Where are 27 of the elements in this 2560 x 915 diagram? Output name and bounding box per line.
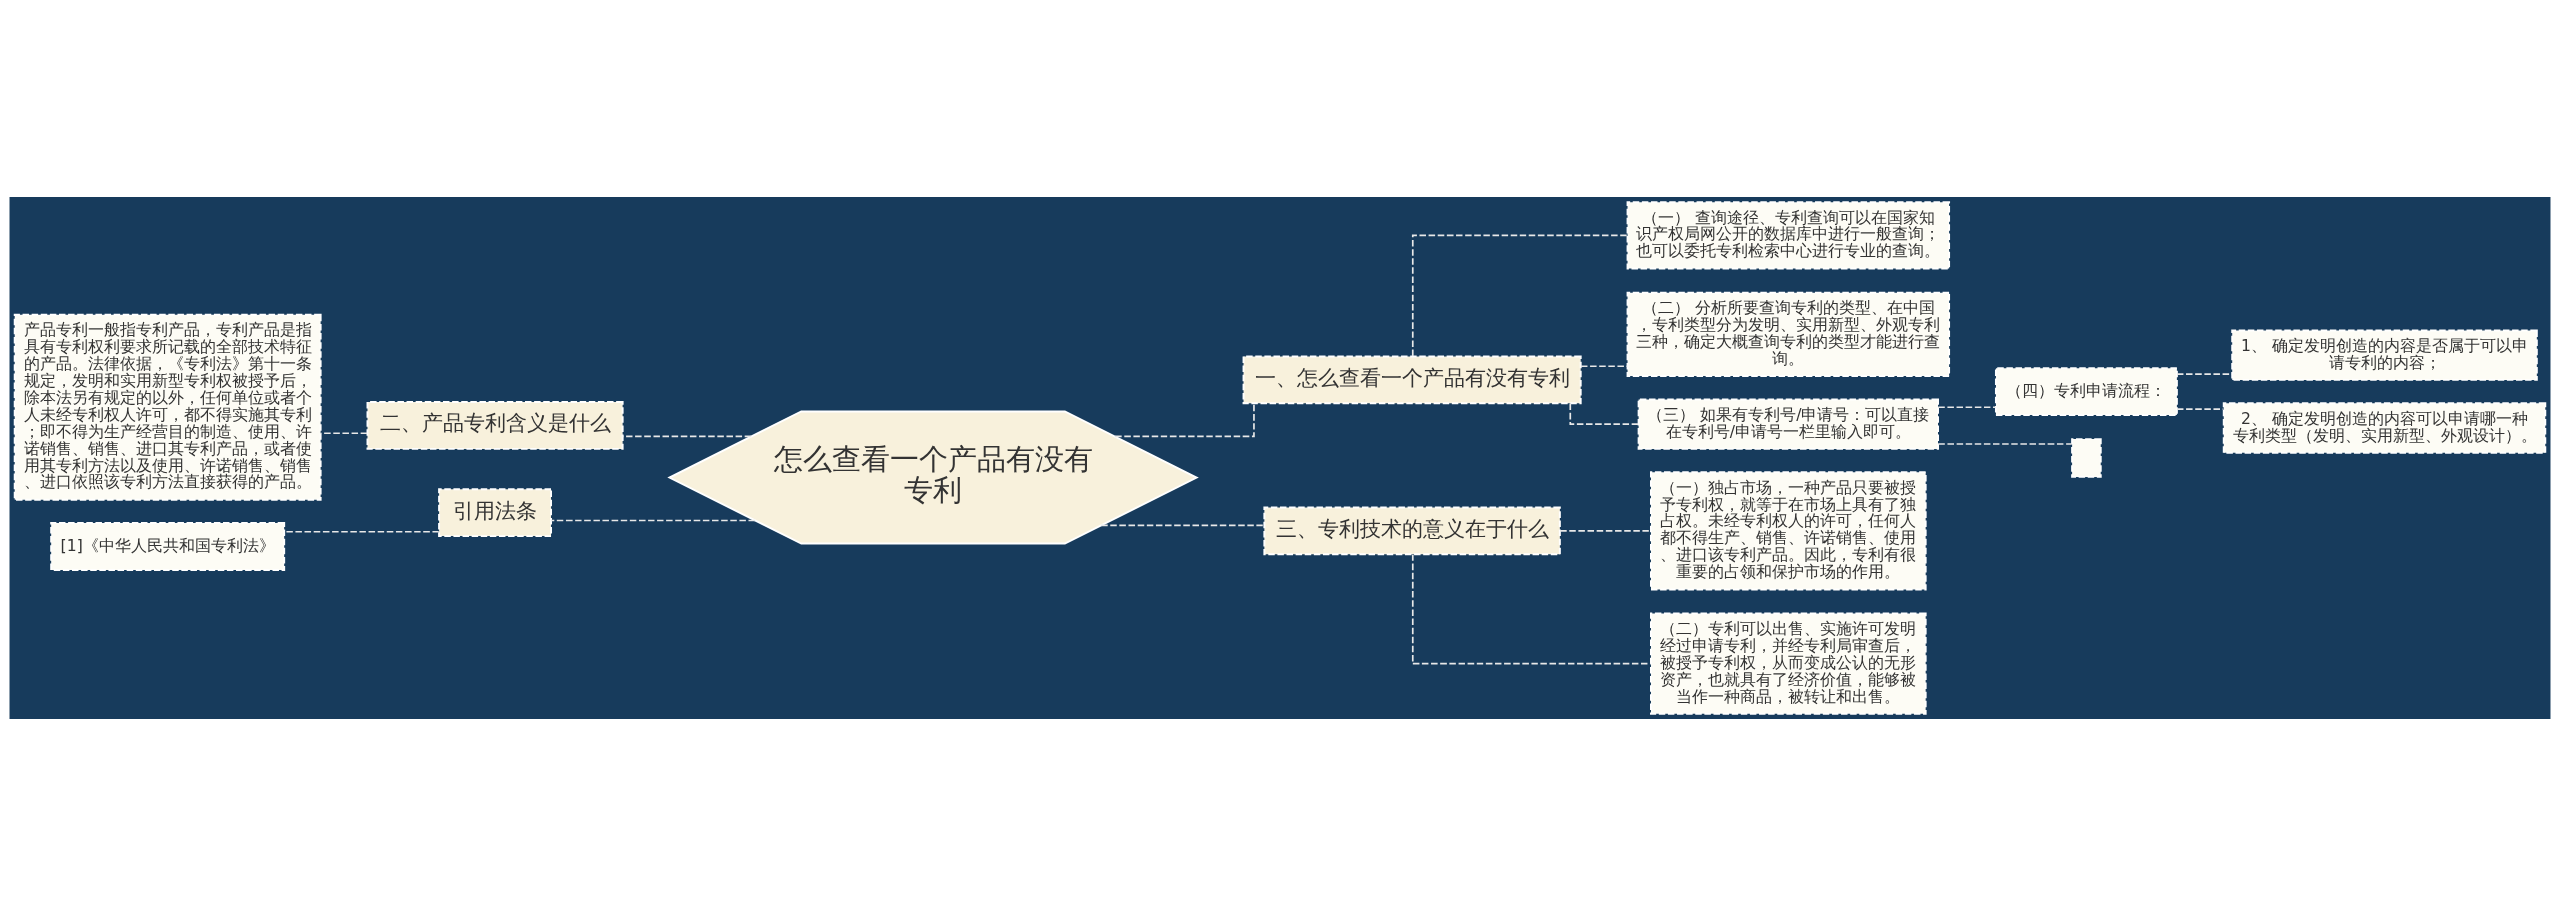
node-box: （二）专利可以出售、实施许可发明经过申请专利，并经专利局审查后，被授予专利权，从而变成公认的无形资产，也就具有了经济价值，能够被当作一种商品，被转让和出售。 [1650,612,1927,715]
connector [1937,405,1997,408]
node-box: 二、产品专利含义是什么 [366,400,624,450]
connector [550,519,756,521]
node-box: 2、 确定发明创造的内容可以申请哪一种专利类型（发明、实用新型、外观设计）。 [2222,401,2547,454]
node-box: [1]《中华人民共和国专利法》 [50,521,286,571]
node-box: （四）专利申请流程： [1994,366,2178,416]
connector [320,431,368,434]
node-box: 引用法条 [438,487,552,537]
connector [1937,442,2073,445]
connector [621,435,752,437]
node-box: （一）独占市场，一种产品只要被授予专利权，就等于在市场上具有了独占权。未经专利权人的许可，任何人都不得生产、销售、许诺销售、使用、进口该专利产品。因此，专利有很重要的占领和保护市场的作用。 [1650,470,1927,590]
node-box: 三、专利技术的意义在于什么 [1263,506,1561,555]
connector [1100,524,1266,526]
node-box [2071,437,2102,478]
connector [1411,553,1652,665]
node-box: 一、怎么查看一个产品有没有专利 [1242,355,1582,404]
connector [1411,234,1629,357]
node-box: （一） 查询途径、专利查询可以在国家知识产权局网公开的数据库中进行一般查询；也可以委托专利检索中心进行专业的查询。 [1626,200,1951,270]
connector [1114,402,1255,437]
node-box: 1、 确定发明创造的内容是否属于可以申请专利的内容； [2231,328,2538,381]
connector [1569,402,1639,425]
node-box: （三） 如果有专利号/申请号：可以直接在专利号/申请号一栏里输入即可。 [1637,397,1939,450]
connector [283,530,440,533]
node-box: （二） 分析所要查询专利的类型、在中国，专利类型分为发明、实用新型、外观专利三种，确定大概查询专利的类型才能进行查询。 [1626,291,1951,377]
node-box: 产品专利一般指专利产品，专利产品是指具有专利权利要求所记载的全部技术特征的产品。法律依据，《专利法》第十一条规定，发明和实用新型专利权被授予后，除本法另有规定的以外，任何单位或者个人未经专利权人许可，都不得实施其专利；即不得为生产经营目的制造、使用、许诺销售、销售、进口其专利产品，或者使用其专利方法以及使用、许诺销售、销售、进口依照该专利方法直接获得的产品。 [13,313,322,501]
connector [1559,529,1652,532]
